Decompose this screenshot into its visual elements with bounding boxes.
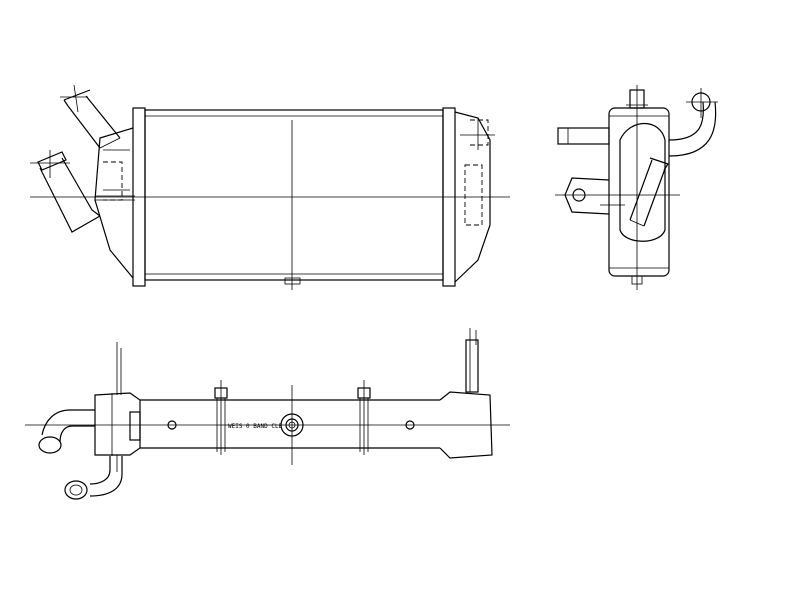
lower-pipe: [30, 150, 135, 233]
bottom-left-tank: [94, 392, 141, 456]
bottom-view: WEIS 0 BAND CLE: [25, 328, 510, 500]
side-pipe-left: [557, 127, 610, 145]
bottom-elbow-upper: [38, 409, 95, 454]
side-elbow-pipe: [668, 88, 718, 157]
side-body: [608, 107, 670, 277]
mounting-stud-right: [357, 380, 371, 455]
hole-left: [167, 420, 177, 430]
side-diagonal-pipe: [629, 157, 669, 227]
side-view: [555, 85, 718, 290]
right-end-tank: [454, 111, 491, 283]
front-view: [30, 84, 510, 290]
bottom-drain: [284, 277, 301, 285]
part-label: WEIS 0 BAND CLE: [228, 423, 283, 430]
center-boss: [280, 413, 304, 437]
mounting-bracket: [564, 177, 610, 215]
mounting-stud-left: [214, 380, 228, 455]
upper-pipe: [60, 84, 121, 149]
bottom-right-pipe: [465, 328, 479, 393]
core-body: [144, 109, 444, 281]
bottom-right-tank: [439, 391, 493, 459]
bottom-elbow-lower: [64, 456, 123, 500]
hole-right: [405, 420, 415, 430]
left-end-tank: [94, 127, 134, 279]
